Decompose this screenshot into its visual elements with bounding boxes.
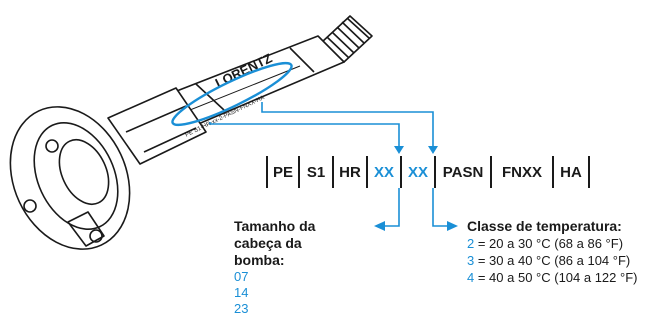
pump-collar xyxy=(107,87,207,165)
part-label-highlight xyxy=(171,61,293,127)
head-size-option: 14 xyxy=(234,285,249,300)
code-segment: PASN xyxy=(436,156,492,188)
code-segment: HR xyxy=(334,156,368,188)
temperature-range: = 20 a 30 °C (68 a 86 °F) xyxy=(474,236,624,251)
arrowheads xyxy=(374,146,458,231)
temperature-option: 4 = 40 a 50 °C (104 a 122 °F) xyxy=(467,269,637,286)
head-size-title-line1: Tamanho da xyxy=(234,218,316,234)
code-segment: PE xyxy=(266,156,300,188)
temperature-title: Classe de temperatura: xyxy=(467,218,622,234)
arrow-right xyxy=(447,221,458,231)
temperature-code: 3 xyxy=(467,253,475,268)
temperature-option: 2 = 20 a 30 °C (68 a 86 °F) xyxy=(467,235,637,252)
code-segment: XX xyxy=(402,156,436,188)
head-size-option: 23 xyxy=(234,301,249,316)
temperature-range: = 30 a 40 °C (86 a 104 °F) xyxy=(474,253,631,268)
arrow-down-2 xyxy=(428,146,438,154)
temperature-code: 2 xyxy=(467,236,475,251)
temperature-list: 2 = 20 a 30 °C (68 a 86 °F)3 = 30 a 40 °… xyxy=(467,235,637,286)
head-size-title-line2: cabeça da xyxy=(234,235,302,251)
code-segment: XX xyxy=(368,156,402,188)
head-size-option: 07 xyxy=(234,269,249,284)
code-segment: FNXX xyxy=(492,156,554,188)
temperature-option: 3 = 30 a 40 °C (86 a 104 °F) xyxy=(467,252,637,269)
code-segment: HA xyxy=(554,156,590,188)
temperature-code: 4 xyxy=(467,270,475,285)
pump-illustration xyxy=(9,15,373,250)
arrow-down-1 xyxy=(394,146,404,154)
arrow-left xyxy=(374,221,385,231)
head-size-title-line3: bomba: xyxy=(234,252,285,268)
temperature-range: = 40 a 50 °C (104 a 122 °F) xyxy=(474,270,638,285)
code-segment: S1 xyxy=(300,156,334,188)
temperature-block: Classe de temperatura: 2 = 20 a 30 °C (6… xyxy=(467,218,637,286)
connector-lines xyxy=(209,102,448,227)
